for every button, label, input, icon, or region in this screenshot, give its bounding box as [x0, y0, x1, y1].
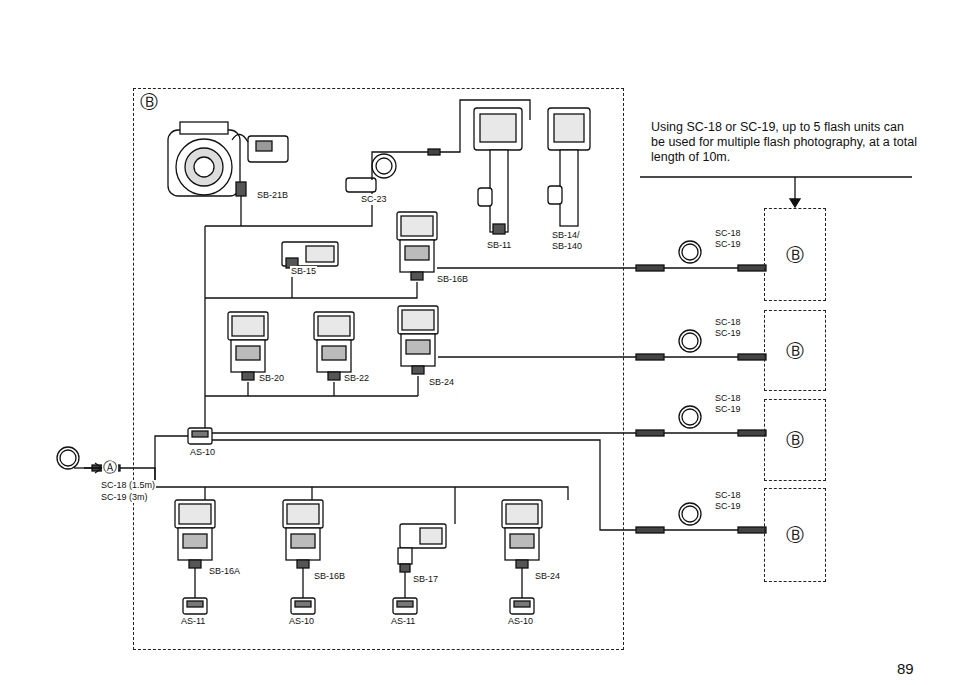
part-label: SB-16A: [208, 566, 241, 577]
part-label: SB-15: [290, 266, 317, 277]
part-label: SB-17: [412, 574, 439, 585]
part-label: SC-19 (3m): [100, 492, 149, 503]
group-mark: Ⓑ: [786, 245, 804, 265]
part-label: SB-24: [428, 377, 455, 388]
part-label: SB-16B: [436, 274, 469, 285]
part-label: SC-23: [360, 194, 388, 205]
flash-group-box: Ⓑ: [764, 488, 826, 582]
flash-group-box: Ⓑ: [764, 399, 826, 481]
part-label: AS-11: [390, 616, 416, 627]
system-group-box: Ⓑ: [133, 88, 624, 650]
part-label: SC-18 SC-19: [714, 490, 752, 512]
group-mark: Ⓑ: [140, 92, 158, 112]
part-label: SC-18 SC-19: [714, 317, 752, 339]
part-label: AS-10: [507, 616, 534, 627]
group-mark: Ⓑ: [786, 430, 804, 450]
group-mark: Ⓑ: [786, 341, 804, 361]
part-label: SB-14/ SB-140: [551, 230, 589, 252]
part-label: SB-11: [486, 240, 512, 251]
part-label: SC-18 (1.5m): [100, 480, 156, 491]
part-label: SC-18 SC-19: [714, 228, 752, 250]
part-label: SB-24: [534, 571, 561, 582]
note-text: Using SC-18 or SC-19, up to 5 flash unit…: [650, 120, 920, 165]
part-label: SB-16B: [313, 571, 346, 582]
page-number: 89: [896, 660, 915, 677]
part-label: AS-10: [189, 447, 216, 458]
group-mark: Ⓑ: [786, 525, 804, 545]
part-label: SB-22: [343, 373, 370, 384]
part-label: SB-21B: [256, 190, 289, 201]
flash-group-box: Ⓑ: [764, 208, 826, 301]
flash-group-box: Ⓑ: [764, 310, 826, 391]
connection-mark: Ⓐ: [102, 459, 118, 475]
part-label: AS-11: [180, 616, 206, 627]
part-label: SC-18 SC-19: [714, 393, 752, 415]
part-label: SB-20: [258, 373, 285, 384]
part-label: AS-10: [288, 616, 315, 627]
